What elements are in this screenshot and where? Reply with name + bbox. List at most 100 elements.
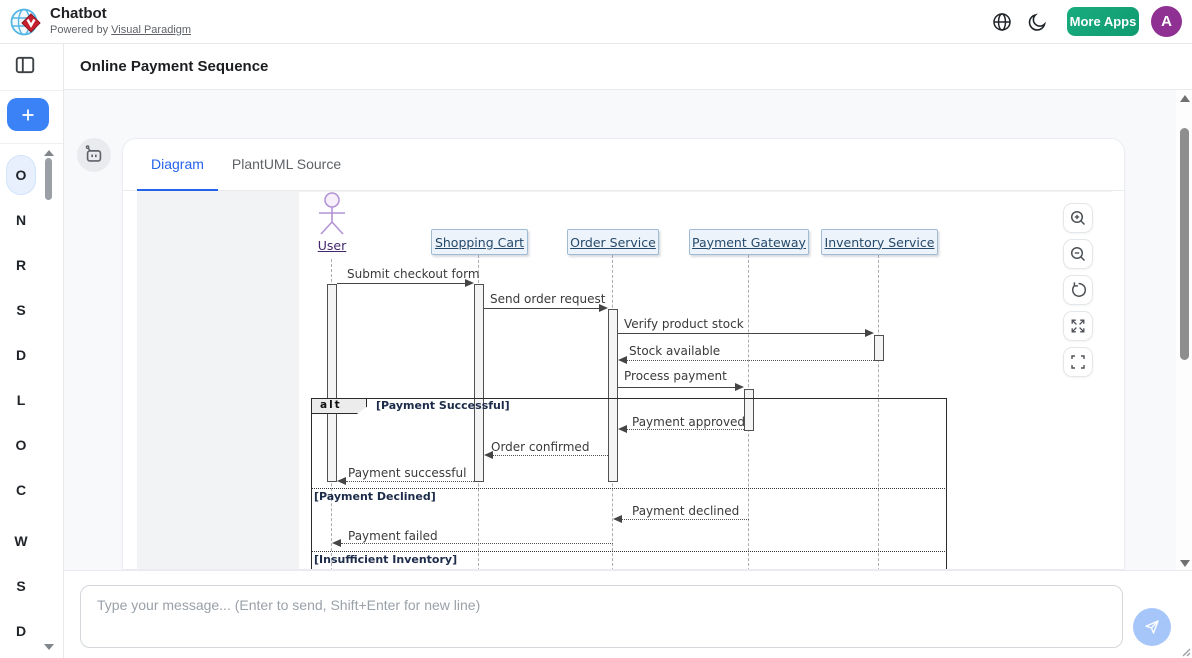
chat-list-item[interactable]: D — [15, 623, 27, 639]
sidebar-divider — [0, 143, 63, 144]
alt-fragment-frame — [311, 398, 947, 569]
chat-list-item[interactable]: O — [6, 155, 36, 195]
message-return-line — [622, 519, 749, 520]
guard-payment-declined: [Payment Declined] — [314, 490, 436, 503]
message-return-line — [346, 481, 474, 482]
arrowhead-left-icon — [337, 477, 346, 485]
tab-diagram[interactable]: Diagram — [137, 139, 218, 191]
sidebar: O N R S D L O C W S D — [0, 44, 64, 658]
arrowhead-left-icon — [332, 539, 341, 547]
message-label: Payment failed — [348, 529, 438, 543]
arrowhead-right-icon — [599, 304, 608, 312]
chat-scrollbar-thumb[interactable] — [1180, 128, 1189, 360]
app-title: Chatbot — [50, 5, 107, 22]
conversation-titlebar: Online Payment Sequence — [64, 44, 1192, 90]
bot-avatar — [77, 138, 111, 172]
message-label: Send order request — [490, 292, 606, 306]
guard-payment-successful: [Payment Successful] — [376, 399, 510, 412]
chat-list-item[interactable]: C — [15, 482, 27, 498]
sidebar-scroll-down-icon[interactable] — [44, 644, 54, 650]
language-globe-icon[interactable] — [992, 12, 1012, 32]
user-avatar[interactable]: A — [1151, 6, 1182, 37]
page-title: Online Payment Sequence — [80, 58, 269, 75]
zoom-in-icon — [1070, 210, 1086, 226]
tab-bar: Diagram PlantUML Source — [123, 139, 1124, 191]
sidebar-toggle-icon[interactable] — [14, 54, 36, 76]
chat-scroll-up-icon[interactable] — [1180, 95, 1190, 102]
message-return-line — [493, 455, 608, 456]
activation-shopping-cart — [474, 284, 484, 482]
chat-list-item[interactable]: O — [15, 437, 27, 453]
expand-arrows-icon — [1071, 319, 1085, 333]
participant-shopping-cart: Shopping Cart — [431, 229, 528, 255]
reset-rotate-icon — [1071, 282, 1087, 297]
chat-list-item[interactable]: S — [16, 302, 26, 318]
send-plane-icon — [1145, 620, 1159, 634]
message-label: Stock available — [629, 344, 721, 358]
lifeline-inventory-service — [878, 255, 879, 569]
visual-paradigm-link[interactable]: Visual Paradigm — [111, 24, 192, 36]
arrowhead-left-icon — [613, 515, 622, 523]
message-input[interactable] — [80, 585, 1123, 648]
tab-plantuml-source[interactable]: PlantUML Source — [231, 156, 342, 172]
message-line — [484, 308, 599, 309]
more-apps-button[interactable]: More Apps — [1067, 7, 1139, 36]
message-label: Submit checkout form — [347, 267, 480, 281]
sidebar-scroll-up-icon[interactable] — [44, 150, 54, 156]
sidebar-divider — [0, 90, 63, 91]
expand-button[interactable] — [1063, 311, 1093, 341]
powered-by: Powered by Visual Paradigm — [50, 24, 192, 36]
robot-icon — [85, 145, 102, 162]
message-label: Payment approved — [632, 415, 746, 429]
diagram-card: Diagram PlantUML Source User — [122, 138, 1125, 570]
participant-order-service: Order Service — [567, 229, 659, 255]
zoom-out-icon — [1070, 246, 1086, 262]
chat-list-item[interactable]: W — [14, 533, 28, 549]
message-label: Verify product stock — [624, 317, 744, 331]
participant-inventory-service: Inventory Service — [821, 229, 938, 255]
send-button[interactable] — [1133, 608, 1171, 646]
chat-list-item[interactable]: S — [16, 578, 26, 594]
message-return-line — [341, 543, 613, 544]
chat-list-item[interactable]: D — [15, 347, 27, 363]
message-line — [337, 283, 465, 284]
zoom-out-button[interactable] — [1063, 239, 1093, 269]
arrowhead-right-icon — [735, 383, 744, 391]
chat-list-item[interactable]: R — [15, 257, 27, 273]
actor-label: User — [317, 238, 347, 253]
reset-view-button[interactable] — [1063, 275, 1093, 305]
message-return-line — [627, 429, 744, 430]
app-header: Chatbot Powered by Visual Paradigm More … — [0, 0, 1192, 44]
fragment-divider — [311, 488, 947, 489]
arrowhead-left-icon — [484, 451, 493, 459]
message-label: Process payment — [624, 369, 727, 383]
actor-stick-figure-icon — [319, 192, 345, 235]
message-return-line — [627, 360, 874, 361]
dark-mode-moon-icon[interactable] — [1028, 12, 1048, 32]
participant-payment-gateway: Payment Gateway — [689, 229, 809, 255]
visual-paradigm-logo-icon — [10, 8, 41, 36]
sequence-diagram-canvas: User Shopping Cart Order Service Payment… — [299, 192, 1112, 569]
fit-to-screen-button[interactable] — [1063, 347, 1093, 377]
arrowhead-left-icon — [618, 356, 627, 364]
chat-area: Diagram PlantUML Source User — [64, 90, 1192, 570]
activation-inventory-service — [874, 335, 884, 361]
message-label: Payment declined — [632, 504, 740, 518]
zoom-in-button[interactable] — [1063, 203, 1093, 233]
new-chat-button[interactable] — [7, 98, 49, 131]
guard-insufficient-inventory: [Insufficient Inventory] — [314, 553, 458, 566]
message-label: Order confirmed — [491, 440, 590, 454]
message-line — [618, 387, 735, 388]
chat-list-item[interactable]: L — [16, 392, 26, 408]
plus-icon — [22, 109, 34, 120]
message-label: Payment successful — [348, 466, 467, 480]
message-line — [618, 333, 865, 334]
chat-list-item[interactable]: N — [15, 212, 27, 228]
sidebar-scrollbar-thumb[interactable] — [45, 158, 52, 200]
arrowhead-right-icon — [865, 329, 874, 337]
composer — [64, 570, 1192, 658]
alt-operator-label: alt — [311, 398, 367, 414]
chat-scroll-down-icon[interactable] — [1180, 560, 1190, 567]
resize-grip-icon[interactable] — [1179, 645, 1191, 657]
diagram-viewer[interactable]: User Shopping Cart Order Service Payment… — [137, 191, 1112, 569]
